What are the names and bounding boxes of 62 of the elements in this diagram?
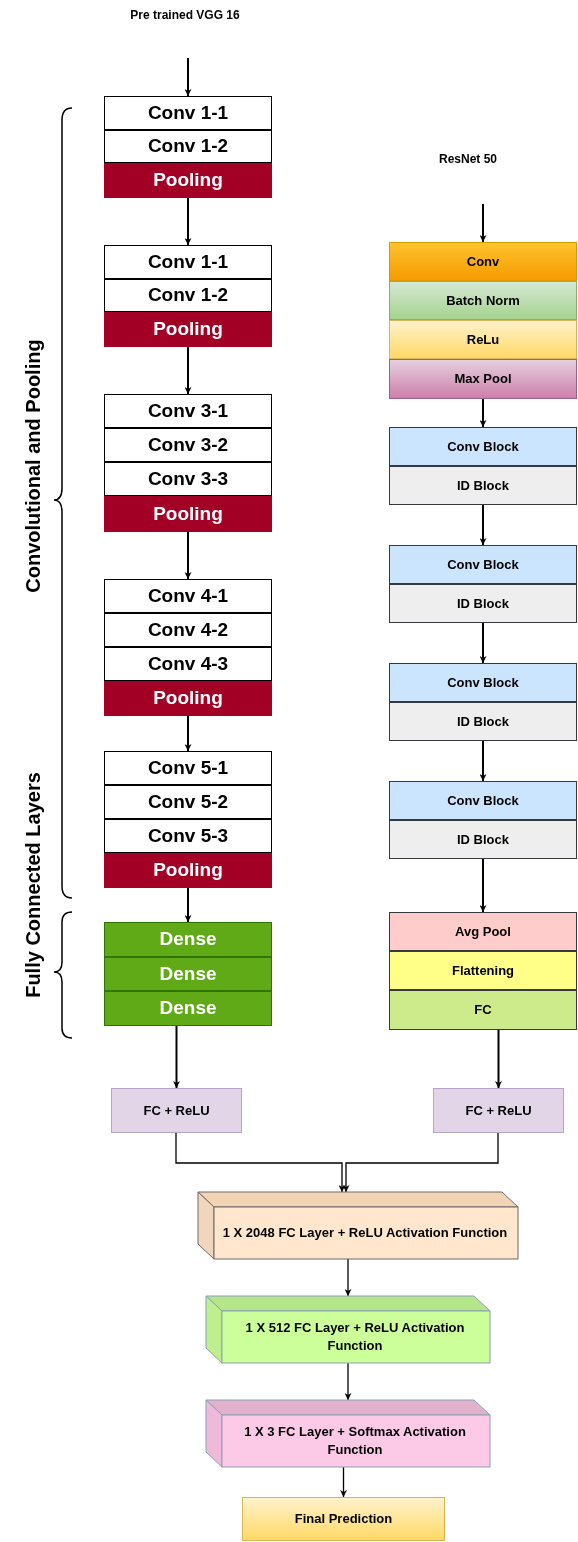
dense-layer-box: Dense (104, 922, 272, 957)
arrow (479, 858, 487, 913)
arrow (184, 197, 192, 246)
layer-box: Conv 4-3 (104, 647, 272, 681)
heading: Pre trained VGG 16 (130, 8, 240, 22)
arrow (479, 622, 487, 664)
output-box: Final Prediction (242, 1497, 445, 1541)
layer-box: ReLu (389, 320, 577, 359)
layer-box: Conv 5-1 (104, 751, 272, 785)
block-box: ID Block (389, 466, 577, 505)
arrow (175, 1132, 346, 1193)
pooling-layer-box: Pooling (104, 163, 272, 198)
layer-box: Conv 1-2 (104, 279, 272, 312)
arrow (479, 504, 487, 546)
layer-box: Conv 4-1 (104, 579, 272, 613)
arrow (184, 57, 192, 97)
arrow (184, 346, 192, 395)
block-box: Conv Block (389, 545, 577, 584)
layer-box: FC + ReLU (433, 1088, 564, 1133)
layer-box: FC (389, 990, 577, 1030)
layer-box: Conv 3-2 (104, 428, 272, 462)
layer-box: Conv 5-3 (104, 819, 272, 853)
pooling-layer-box: Pooling (104, 681, 272, 716)
heading: ResNet 50 (439, 152, 497, 166)
block-box: Conv Block (389, 427, 577, 466)
layer-box: FC + ReLU (111, 1088, 242, 1133)
dense-layer-box: Dense (104, 957, 272, 991)
arrow (342, 1132, 499, 1193)
arrow (344, 1362, 352, 1401)
layer-box: Conv 4-2 (104, 613, 272, 647)
pooling-layer-box: Pooling (104, 853, 272, 888)
pooling-layer-box: Pooling (104, 496, 272, 532)
layer-box: Conv 5-2 (104, 785, 272, 819)
side-label: Fully Connected Layers (21, 772, 45, 998)
layer-box: Conv 3-3 (104, 462, 272, 496)
block-box: ID Block (389, 702, 577, 741)
block-box: Conv Block (389, 663, 577, 702)
layer-box: Conv 3-1 (104, 394, 272, 428)
layer-box: Conv 1-2 (104, 130, 272, 163)
layer-box: Batch Norm (389, 281, 577, 320)
arrow (479, 740, 487, 782)
block-box: ID Block (389, 584, 577, 623)
arrow (173, 1025, 180, 1089)
layer-box: Conv (389, 242, 577, 281)
arrow (184, 887, 192, 923)
dense-layer-box: Dense (104, 991, 272, 1026)
layer-box: Avg Pool (389, 912, 577, 951)
layer-box: Flattening (389, 951, 577, 990)
layer-box: Conv 1-1 (104, 96, 272, 130)
arrow (184, 531, 192, 580)
side-label: Convolutional and Pooling (21, 339, 45, 593)
pooling-layer-box: Pooling (104, 312, 272, 347)
block-box: Conv Block (389, 781, 577, 820)
arrow (495, 1029, 502, 1089)
arrow (184, 715, 192, 752)
arrow (479, 203, 487, 243)
layer-box: Conv 1-1 (104, 245, 272, 279)
arrow (340, 1466, 347, 1498)
layer-box: Max Pool (389, 359, 577, 399)
block-box: ID Block (389, 820, 577, 859)
arrow (479, 398, 487, 428)
arrow (344, 1258, 352, 1297)
